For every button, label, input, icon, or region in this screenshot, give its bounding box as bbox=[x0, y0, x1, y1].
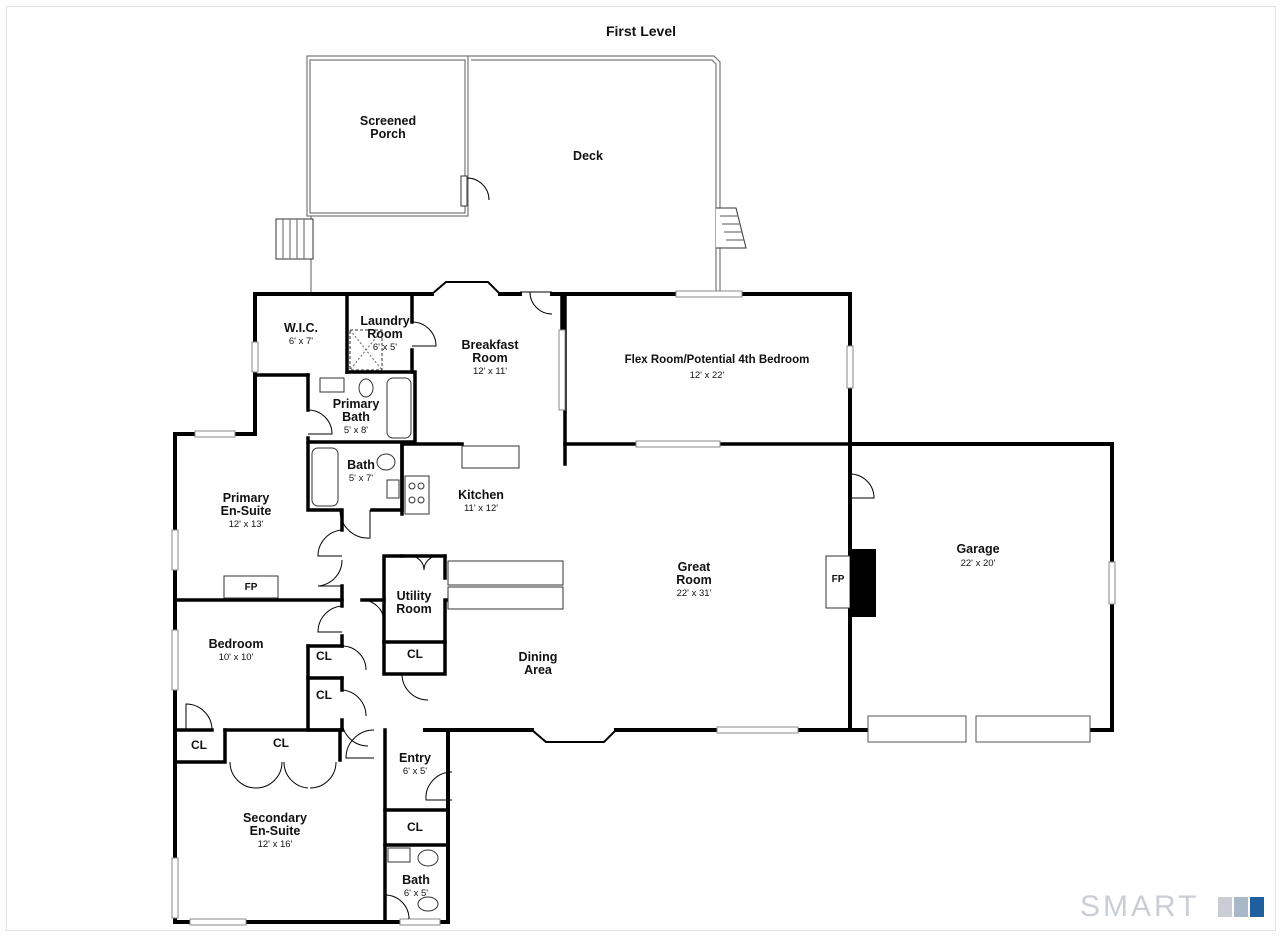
secondary-bath-dims: 6' x 5' bbox=[404, 888, 428, 899]
bedroom-dims: 10' x 10' bbox=[219, 652, 254, 663]
closet-label: CL bbox=[407, 820, 423, 834]
hall-bath-label: Bath bbox=[347, 458, 375, 472]
laundry-dims: 6' x 5' bbox=[373, 342, 397, 353]
great-room-dims: 22' x 31' bbox=[677, 588, 712, 599]
garage-label: Garage bbox=[956, 542, 999, 556]
fixtures bbox=[223, 329, 876, 912]
interior-walls bbox=[173, 292, 852, 924]
exterior-walls bbox=[173, 281, 1114, 924]
closet-label: CL bbox=[316, 688, 332, 702]
page-title: First Level bbox=[606, 23, 676, 39]
deck-label: Deck bbox=[573, 149, 603, 163]
wic-label: W.I.C. bbox=[284, 321, 318, 335]
fireplace-label: FP bbox=[832, 574, 845, 585]
closet-label: CL bbox=[273, 736, 289, 750]
primary-suite-dims: 12' x 13' bbox=[229, 519, 264, 530]
closet-label: CL bbox=[191, 738, 207, 752]
flex-label: Flex Room/Potential 4th Bedroom bbox=[625, 354, 810, 366]
fireplace-great-room bbox=[825, 555, 851, 609]
windows bbox=[171, 290, 1116, 926]
secondary-suite-dims: 12' x 16' bbox=[258, 839, 293, 850]
secondary-bath-label: Bath bbox=[402, 873, 430, 887]
porch-stairs bbox=[275, 218, 314, 260]
kitchen-label: Kitchen bbox=[458, 488, 504, 502]
fireplace-primary bbox=[223, 575, 279, 599]
closet-label: CL bbox=[316, 649, 332, 663]
hall-bath-dims: 5' x 7' bbox=[349, 473, 373, 484]
chimney bbox=[850, 549, 876, 617]
closet-label: CL bbox=[407, 647, 423, 661]
deck-stairs bbox=[716, 207, 747, 249]
floor-plan-frame bbox=[6, 6, 1276, 931]
doors bbox=[185, 291, 875, 920]
kitchen-dims: 11' x 12' bbox=[464, 503, 498, 514]
porch-deck-outline bbox=[275, 55, 747, 292]
fireplace-label: FP bbox=[245, 582, 258, 593]
bedroom-label: Bedroom bbox=[209, 637, 264, 651]
flex-dims: 12' x 22' bbox=[690, 370, 725, 381]
wic-dims: 6' x 7' bbox=[289, 336, 313, 347]
entry-dims: 6' x 5' bbox=[403, 766, 427, 777]
logo-text: SMART bbox=[1080, 890, 1199, 923]
garage-dims: 22' x 20' bbox=[961, 558, 996, 569]
entry-label: Entry bbox=[399, 751, 431, 765]
primary-bath-dims: 5' x 8' bbox=[344, 425, 368, 436]
smart-mls-logo: SMART bbox=[1080, 890, 1264, 923]
breakfast-dims: 12' x 11' bbox=[473, 366, 507, 377]
